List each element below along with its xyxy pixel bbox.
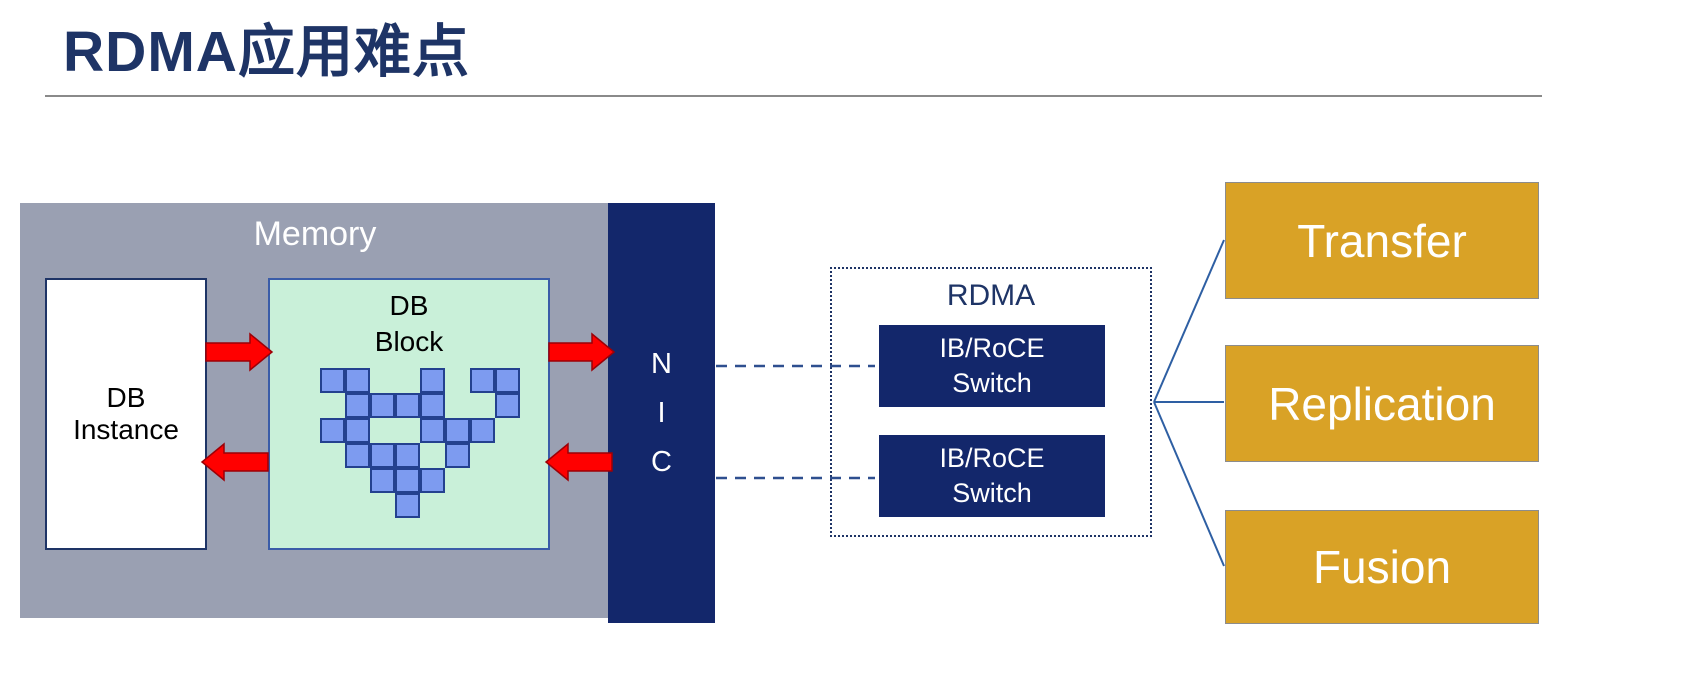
nic-box: N I C	[608, 203, 715, 623]
db-block-square	[420, 468, 445, 493]
db-block-square	[395, 443, 420, 468]
db-block-square	[445, 443, 470, 468]
db-block-square	[345, 443, 370, 468]
outcome-fusion: Fusion	[1225, 510, 1539, 624]
db-block-square	[420, 393, 445, 418]
rdma-label: RDMA	[946, 279, 1036, 312]
db-block-box: DB Block	[268, 278, 550, 550]
db-block-square	[420, 368, 445, 393]
db-block-square	[395, 393, 420, 418]
page-title: RDMA应用难点	[63, 20, 470, 84]
db-block-square	[470, 368, 495, 393]
db-block-square	[320, 368, 345, 393]
title-divider	[45, 95, 1542, 97]
db-block-square	[470, 418, 495, 443]
fan-line-transfer	[1153, 239, 1225, 403]
db-block-square	[395, 493, 420, 518]
nic-letter-i: I	[657, 396, 666, 429]
memory-label: Memory	[253, 215, 377, 253]
rdma-group-box: RDMA IB/RoCE Switch IB/RoCE Switch	[830, 267, 1152, 537]
db-block-square	[345, 368, 370, 393]
outcome-transfer: Transfer	[1225, 182, 1539, 299]
db-instance-box: DB Instance	[45, 278, 207, 550]
outcome-replication: Replication	[1225, 345, 1539, 462]
nic-letter-n: N	[651, 347, 672, 380]
nic-letter-c: C	[651, 445, 672, 478]
db-block-square	[370, 443, 395, 468]
db-block-square	[445, 418, 470, 443]
db-block-square	[345, 418, 370, 443]
db-block-square	[370, 393, 395, 418]
ib-roce-switch-2: IB/RoCE Switch	[879, 435, 1105, 517]
ib-roce-switch-1: IB/RoCE Switch	[879, 325, 1105, 407]
db-block-label: DB Block	[374, 290, 444, 358]
db-block-square	[320, 418, 345, 443]
db-block-square	[495, 393, 520, 418]
db-block-square	[370, 468, 395, 493]
db-block-square	[495, 368, 520, 393]
fan-line-fusion	[1153, 401, 1225, 567]
db-block-square	[420, 418, 445, 443]
db-block-pattern	[320, 368, 525, 523]
db-block-square	[395, 468, 420, 493]
db-block-square	[345, 393, 370, 418]
